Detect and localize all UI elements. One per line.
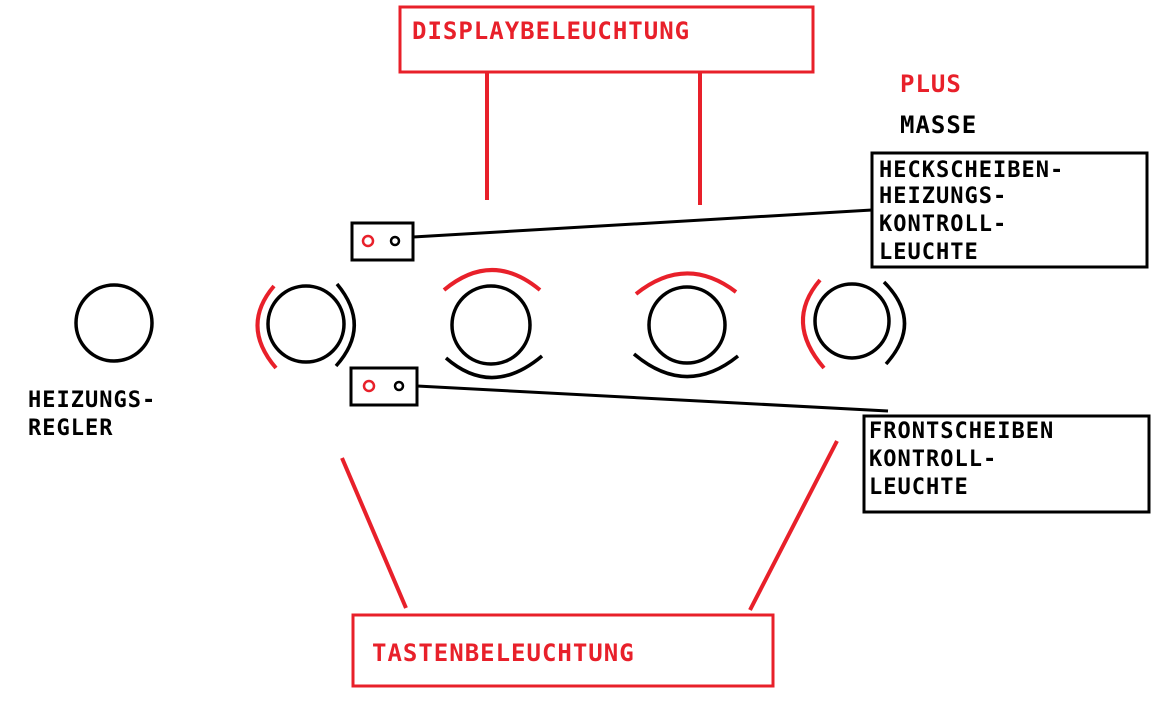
button-3-arc-bottom bbox=[444, 354, 544, 380]
front-indicator-ground-pin bbox=[393, 380, 405, 392]
button-5-arc-left bbox=[800, 278, 826, 370]
display-lighting-label: DISPLAYBELEUCHTUNG bbox=[412, 17, 691, 45]
button-2-arc-right bbox=[334, 282, 356, 368]
front-indicator-plus-pin bbox=[362, 379, 376, 393]
rear-window-label-line-2: HEIZUNGS- bbox=[879, 184, 1008, 209]
front-window-label-line-3: LEUCHTE bbox=[869, 475, 969, 500]
rear-indicator-ground-pin bbox=[389, 235, 401, 247]
button-5 bbox=[813, 282, 891, 360]
legend-ground: MASSE bbox=[900, 111, 978, 139]
key-lead-right bbox=[748, 440, 839, 611]
heater-knob-label-line-1: HEIZUNGS- bbox=[28, 388, 157, 413]
front-indicator-box bbox=[349, 366, 419, 407]
button-3-arc-top bbox=[442, 268, 542, 292]
front-window-label-line-2: KONTROLL- bbox=[869, 447, 998, 472]
heater-knob bbox=[74, 283, 154, 363]
front-indicator-lead bbox=[416, 384, 889, 413]
rear-indicator-plus-pin bbox=[361, 234, 375, 248]
rear-indicator-box bbox=[350, 221, 415, 262]
rear-indicator-lead bbox=[412, 208, 873, 239]
button-4-arc-top bbox=[634, 271, 738, 296]
key-lighting-label: TASTENBELEUCHTUNG bbox=[372, 639, 635, 667]
button-4-arc-bottom bbox=[632, 352, 740, 379]
button-5-arc-right bbox=[882, 280, 907, 366]
button-2-arc-left bbox=[255, 284, 278, 370]
button-4 bbox=[647, 285, 727, 365]
rear-window-label-line-3: KONTROLL- bbox=[879, 212, 1008, 237]
front-window-label-line-1: FRONTSCHEIBEN bbox=[869, 419, 1055, 444]
heater-knob-label-line-2: REGLER bbox=[28, 416, 114, 441]
rear-window-label-box bbox=[870, 151, 1149, 269]
legend-plus: PLUS bbox=[900, 70, 962, 98]
rear-window-label-line-1: HECKSCHEIBEN- bbox=[879, 158, 1065, 183]
button-3 bbox=[450, 284, 532, 366]
front-window-label-box bbox=[862, 414, 1151, 514]
button-2 bbox=[266, 284, 346, 364]
display-lighting-box bbox=[398, 5, 815, 74]
key-lighting-box bbox=[351, 613, 775, 688]
key-lead-left bbox=[340, 457, 408, 609]
rear-window-label-line-4: LEUCHTE bbox=[879, 240, 979, 265]
